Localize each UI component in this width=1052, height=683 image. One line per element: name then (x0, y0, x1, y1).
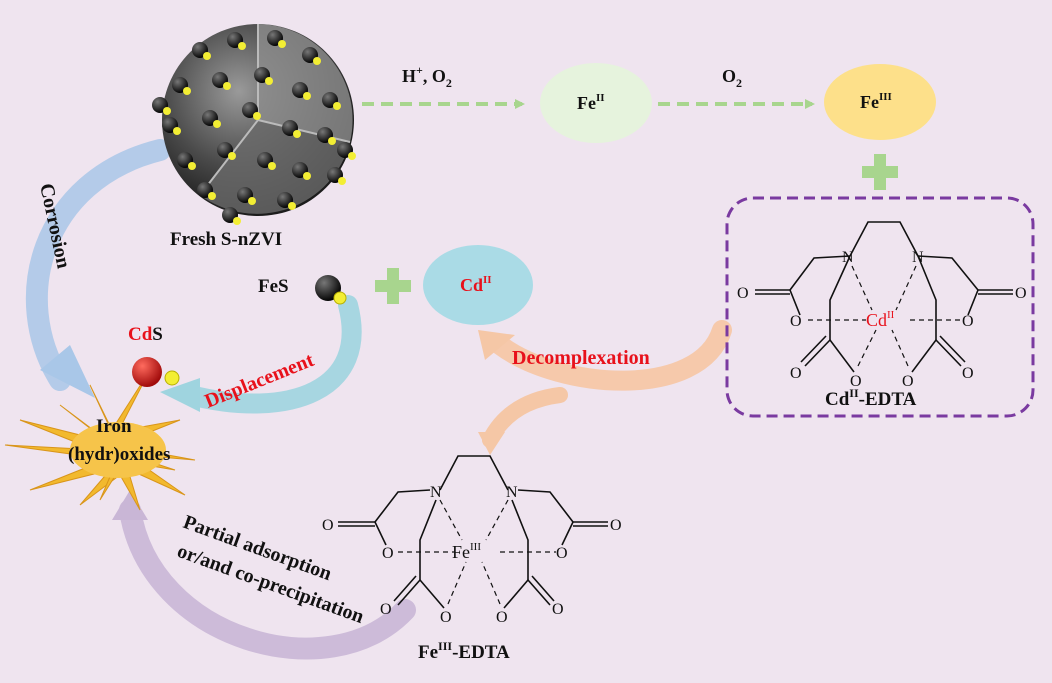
step1-label: H+, O2 (402, 63, 452, 90)
particle-label: Fresh S-nZVI (170, 229, 282, 250)
surface-sulfur-dot (278, 40, 286, 48)
crystal-cluster-icon (4, 369, 196, 511)
surface-sulfur-dot (238, 42, 246, 50)
svg-text:O: O (610, 517, 622, 534)
cd-edta-structure (755, 221, 1013, 373)
svg-text:O: O (850, 373, 862, 390)
surface-sulfur-dot (268, 162, 276, 170)
surface-sulfur-dot (248, 197, 256, 205)
surface-sulfur-dot (328, 137, 336, 145)
cd-edta-box (725, 196, 1035, 418)
svg-text:O: O (962, 365, 974, 382)
plus-icon-fes (375, 268, 411, 304)
svg-text:O: O (496, 609, 508, 626)
surface-sulfur-dot (348, 152, 356, 160)
fe-edta-metal: FeIII (452, 541, 481, 562)
cd-ion-label: CdII (460, 274, 492, 295)
svg-text:N: N (912, 249, 924, 266)
surface-sulfur-dot (163, 107, 171, 115)
surface-sulfur-dot (203, 52, 211, 60)
svg-text:O: O (902, 373, 914, 390)
svg-text:O: O (962, 313, 974, 330)
svg-text:N: N (842, 249, 854, 266)
svg-text:O: O (380, 601, 392, 618)
surface-sulfur-dot (233, 217, 241, 225)
oxides-label-line2: (hydr)oxides (68, 444, 170, 465)
fe2-label: FeII (577, 92, 605, 113)
svg-text:N: N (430, 484, 442, 501)
svg-text:O: O (556, 545, 568, 562)
surface-sulfur-dot (333, 102, 341, 110)
fe-edta-atoms: N N O O O O O O O O (322, 484, 622, 626)
surface-sulfur-dot (338, 177, 346, 185)
surface-sulfur-dot (223, 82, 231, 90)
cds-label: CdS (128, 324, 163, 345)
surface-sulfur-dot (213, 120, 221, 128)
fe3-node (824, 64, 936, 140)
cd-ion-node (423, 245, 533, 325)
fe2-node (540, 63, 652, 143)
displacement-arrow (160, 295, 362, 414)
surface-sulfur-dot (303, 92, 311, 100)
svg-text:O: O (790, 313, 802, 330)
fes-label: FeS (258, 276, 289, 297)
svg-text:O: O (440, 609, 452, 626)
surface-sulfur-dot (228, 152, 236, 160)
surface-sulfur-dot (265, 77, 273, 85)
svg-text:N: N (506, 484, 518, 501)
sphere-particle-icon (152, 24, 356, 225)
svg-text:O: O (790, 365, 802, 382)
cd-edta-atoms: N N O O O O O O O O (737, 249, 1027, 390)
fe-edta-structure (338, 455, 608, 609)
svg-text:O: O (737, 285, 749, 302)
surface-sulfur-dot (183, 87, 191, 95)
surface-sulfur-dot (208, 192, 216, 200)
step2-label: O2 (722, 66, 742, 90)
svg-text:O: O (382, 545, 394, 562)
surface-sulfur-dot (293, 130, 301, 138)
corrosion-arrow (25, 139, 171, 398)
surface-sulfur-dot (313, 57, 321, 65)
cds-molecule-icon (132, 357, 180, 387)
cd-edta-caption: CdII-EDTA (825, 386, 917, 410)
decomplexation-label: Decomplexation (512, 347, 650, 369)
surface-sulfur-dot (188, 162, 196, 170)
fes-molecule-icon (315, 275, 347, 305)
fe-edta-caption: FeIII-EDTA (418, 639, 510, 663)
surface-sulfur-dot (253, 112, 261, 120)
surface-sulfur-dot (303, 172, 311, 180)
plus-icon-fe3 (862, 154, 898, 190)
cd-edta-metal: CdII (866, 309, 895, 330)
fe3-label: FeIII (860, 91, 892, 112)
adsorption-arrow (112, 490, 416, 660)
svg-text:O: O (552, 601, 564, 618)
svg-text:O: O (322, 517, 334, 534)
oxides-label-line1: Iron (96, 416, 132, 437)
surface-sulfur-dot (288, 202, 296, 210)
decomplexation-arrow (478, 320, 732, 455)
surface-sulfur-dot (173, 127, 181, 135)
svg-text:O: O (1015, 285, 1027, 302)
